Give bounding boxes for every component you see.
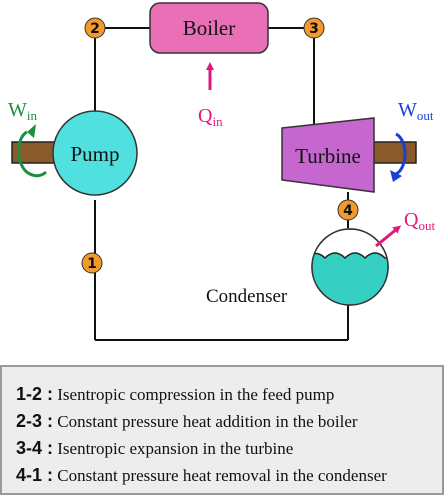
boiler: Boiler	[149, 2, 269, 54]
legend-text: Constant pressure heat addition in the b…	[57, 412, 358, 431]
state-marker-4: 4	[337, 199, 359, 221]
legend-text: Constant pressure heat removal in the co…	[57, 466, 387, 485]
work-in-rotation-icon	[17, 130, 48, 178]
pump-label: Pump	[70, 142, 119, 166]
svg-text:1: 1	[87, 256, 97, 272]
heat-out: Qout	[375, 209, 435, 248]
turbine-label: Turbine	[295, 144, 361, 168]
condenser	[311, 228, 389, 306]
legend-row: 4-1 : Constant pressure heat removal in …	[16, 462, 442, 489]
process-legend: 1-2 : Isentropic compression in the feed…	[0, 365, 444, 495]
svg-text:4: 4	[343, 203, 353, 219]
legend-key: 4-1 :	[16, 465, 54, 485]
legend-key: 2-3 :	[16, 411, 54, 431]
legend-row: 2-3 : Constant pressure heat addition in…	[16, 408, 442, 435]
state-marker-2: 2	[84, 17, 106, 39]
work-in: Win	[8, 99, 48, 178]
q-out-label: Qout	[404, 209, 435, 233]
boiler-label: Boiler	[183, 16, 236, 40]
rankine-cycle-diagram: Boiler Qin Pump Win Turbine Wout Condens…	[8, 2, 435, 341]
state-marker-3: 3	[303, 17, 325, 39]
q-in-label: Qin	[198, 105, 223, 129]
legend-text: Isentropic compression in the feed pump	[57, 385, 335, 404]
heat-in: Qin	[198, 62, 223, 129]
legend-text: Isentropic expansion in the turbine	[57, 439, 294, 458]
w-in-label: Win	[8, 99, 38, 123]
legend-row: 1-2 : Isentropic compression in the feed…	[16, 381, 442, 408]
turbine-shaft	[371, 141, 417, 164]
work-out-rotation-icon	[395, 132, 407, 176]
condenser-label: Condenser	[206, 286, 288, 307]
state-marker-1: 1	[81, 252, 103, 274]
w-out-label: Wout	[398, 99, 434, 123]
legend-key: 3-4 :	[16, 438, 54, 458]
legend-row: 3-4 : Isentropic expansion in the turbin…	[16, 435, 442, 462]
turbine: Turbine	[281, 117, 375, 193]
work-out: Wout	[390, 99, 434, 182]
legend-key: 1-2 :	[16, 384, 54, 404]
svg-text:3: 3	[309, 21, 319, 37]
pump: Pump	[52, 110, 138, 196]
svg-text:2: 2	[90, 21, 100, 37]
